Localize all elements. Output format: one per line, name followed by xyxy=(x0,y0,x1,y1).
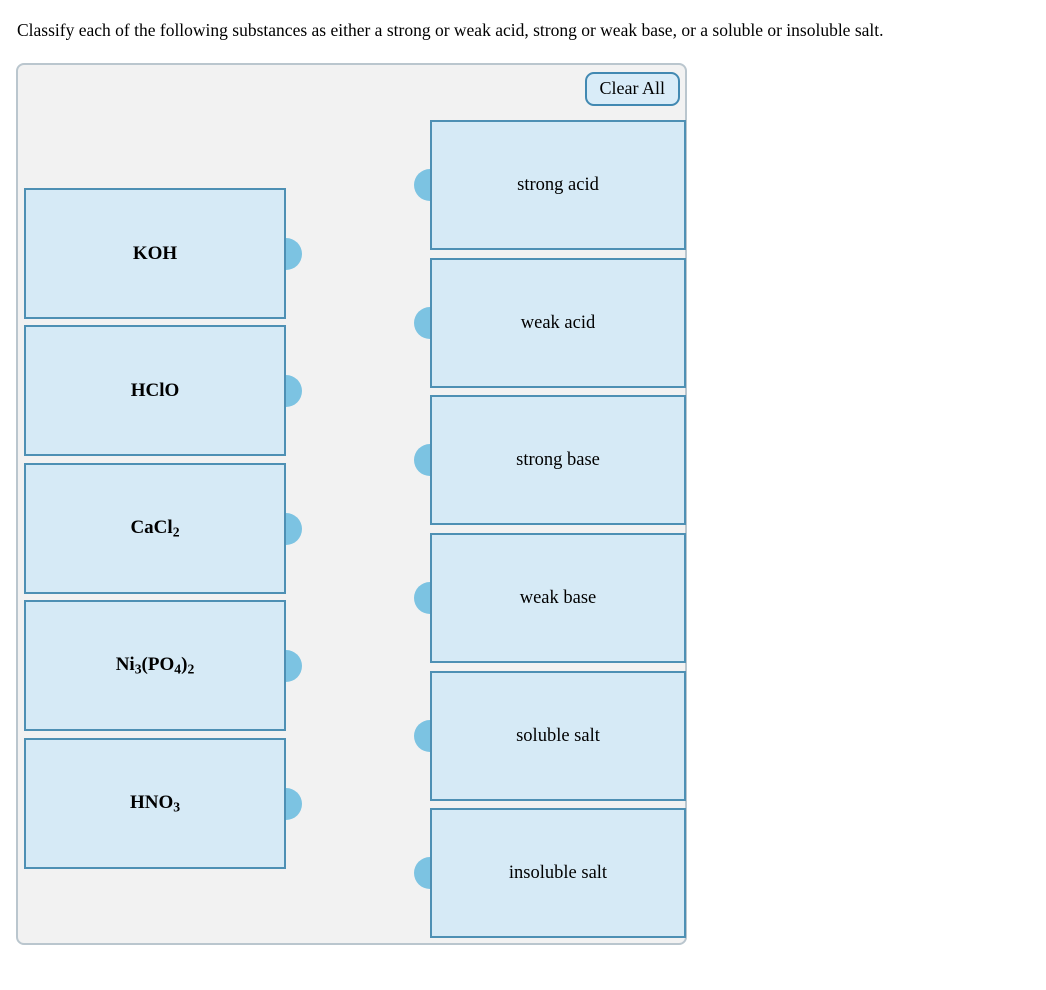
item-label: KOH xyxy=(132,242,178,264)
connector-knob-icon xyxy=(286,512,302,545)
connector-knob-icon xyxy=(414,307,430,339)
draggable-item-koh[interactable]: KOH xyxy=(24,188,302,319)
draggable-item-hno3[interactable]: HNO3 xyxy=(24,738,302,869)
drop-bin-weak-base[interactable]: weak base xyxy=(414,533,686,663)
item-label: HNO3 xyxy=(129,791,181,815)
bin-label: soluble salt xyxy=(516,725,600,746)
connector-knob-icon xyxy=(286,237,302,270)
drop-bin-insoluble-salt[interactable]: insoluble salt xyxy=(414,808,686,938)
connector-knob-icon xyxy=(286,374,302,407)
bin-label: insoluble salt xyxy=(508,862,608,883)
connector-knob-icon xyxy=(414,444,430,476)
drop-bin-soluble-salt[interactable]: soluble salt xyxy=(414,671,686,801)
item-label: HClO xyxy=(130,379,180,401)
drop-bin-weak-acid[interactable]: weak acid xyxy=(414,258,686,388)
bin-label: strong acid xyxy=(517,174,599,195)
drop-bin-strong-base[interactable]: strong base xyxy=(414,395,686,525)
bin-label: weak base xyxy=(519,587,597,608)
connector-knob-icon xyxy=(414,169,430,201)
bin-label: weak acid xyxy=(520,312,596,333)
connector-knob-icon xyxy=(414,582,430,614)
clear-all-button[interactable]: Clear All xyxy=(584,72,680,106)
connector-knob-icon xyxy=(414,720,430,752)
connector-knob-icon xyxy=(286,649,302,682)
connector-knob-icon xyxy=(286,787,302,820)
connector-knob-icon xyxy=(414,857,430,889)
page-title: Classify each of the following substance… xyxy=(17,20,884,40)
bin-label: strong base xyxy=(516,449,600,470)
drop-bin-strong-acid[interactable]: strong acid xyxy=(414,120,686,250)
draggable-item-ni3po42[interactable]: Ni3(PO4)2 xyxy=(24,600,302,731)
item-label: CaCl2 xyxy=(130,516,180,540)
draggable-item-hclo[interactable]: HClO xyxy=(24,325,302,456)
draggable-item-cacl2[interactable]: CaCl2 xyxy=(24,463,302,594)
classification-panel: Clear All KOH HClO CaCl2 Ni3(PO4)2 HNO3 … xyxy=(16,63,687,945)
item-label: Ni3(PO4)2 xyxy=(115,653,195,677)
